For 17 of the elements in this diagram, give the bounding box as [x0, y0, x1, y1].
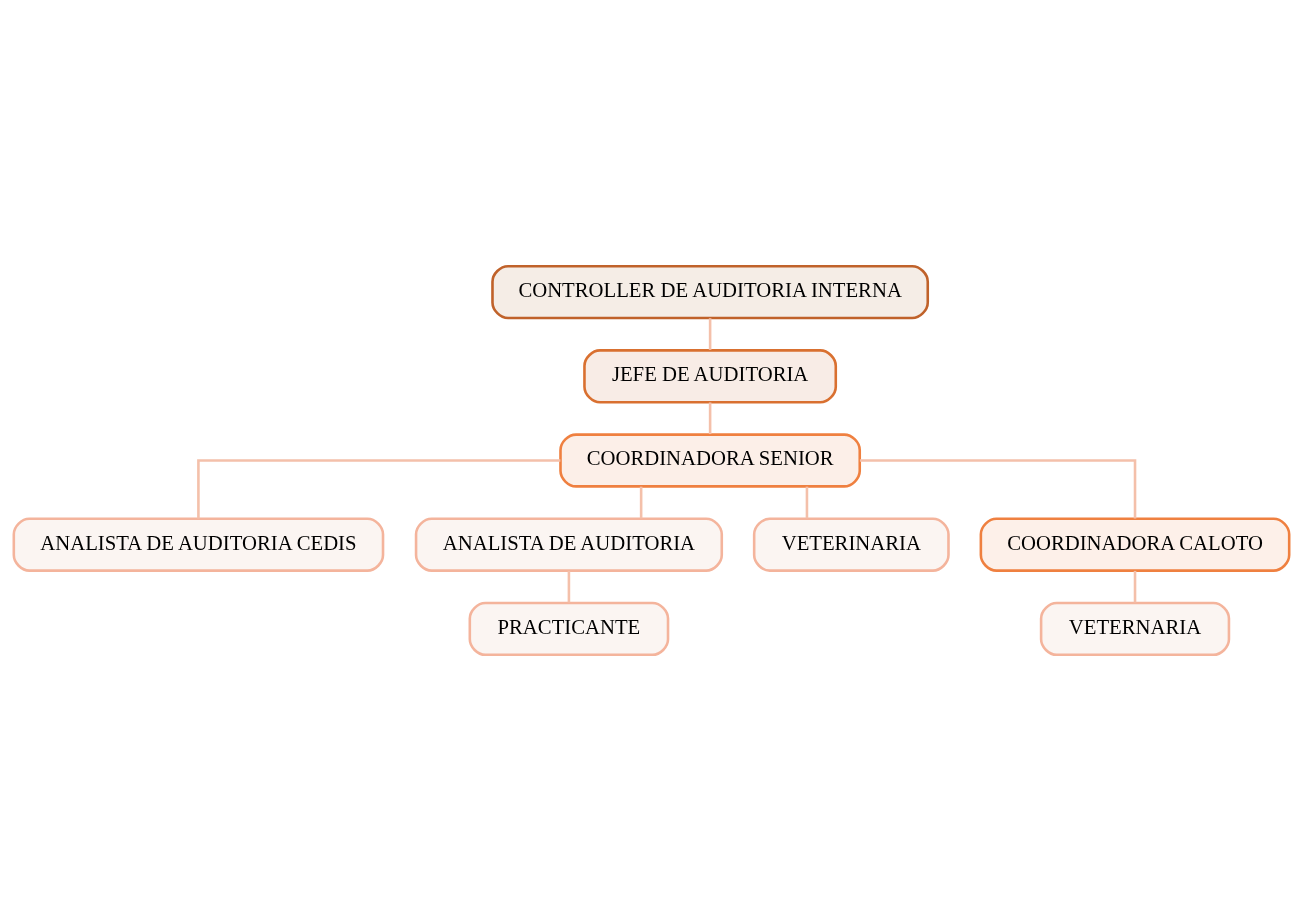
connector — [1133, 570, 1137, 602]
connector — [639, 486, 643, 518]
connector — [708, 402, 712, 434]
node-box: COORDINADORA SENIOR — [559, 432, 862, 488]
node-box: COORDINADORA CALOTO — [979, 517, 1291, 572]
node-box: VETERINARIA — [752, 517, 950, 572]
connector — [197, 458, 561, 518]
connector — [708, 317, 712, 350]
connector — [567, 570, 571, 602]
node-box: PRACTICANTE — [468, 601, 670, 656]
connector — [805, 486, 809, 518]
connector — [859, 458, 1137, 518]
node-box: ANALISTA DE AUDITORIA CEDIS — [12, 517, 385, 572]
node-box: JEFE DE AUDITORIA — [583, 348, 838, 403]
node-box: VETERNARIA — [1039, 601, 1231, 656]
node-box: CONTROLLER DE AUDITORIA INTERNA — [491, 264, 930, 319]
node-box: ANALISTA DE AUDITORIA — [414, 517, 724, 572]
